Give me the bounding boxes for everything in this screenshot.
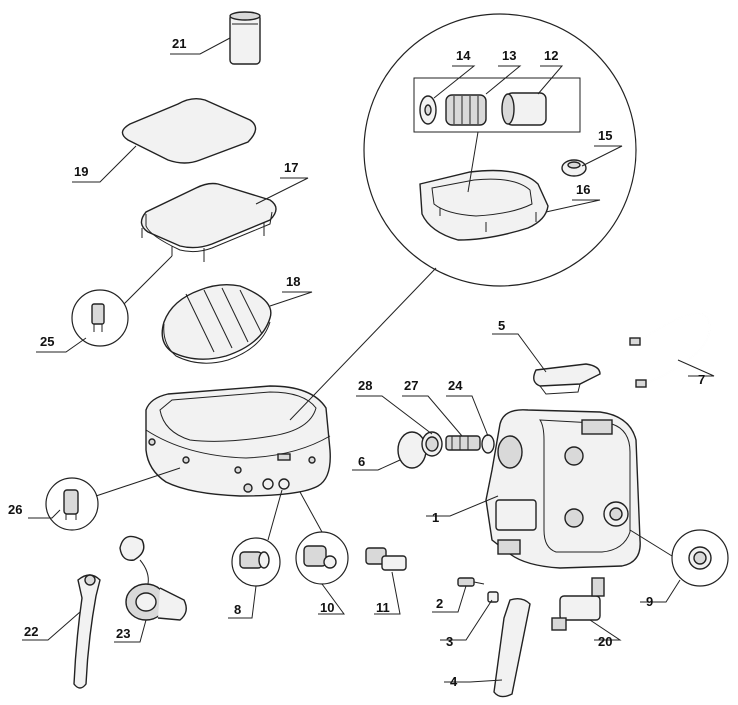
part-28-seal-ring <box>421 431 443 457</box>
callout-24: 24 <box>448 378 463 393</box>
callout-13: 13 <box>502 48 516 63</box>
part-1-pump-unit <box>485 409 641 569</box>
callout-17: 17 <box>284 160 298 175</box>
callout-22: 22 <box>24 624 38 639</box>
callout-26: 26 <box>8 502 22 517</box>
callout-16: 16 <box>576 182 590 197</box>
callout-28: 28 <box>358 378 372 393</box>
callout-11: 11 <box>376 600 390 615</box>
part-17-lid <box>140 182 277 262</box>
part-24-o-ring <box>481 434 495 454</box>
part-20-valve <box>551 577 605 631</box>
callout-14: 14 <box>456 48 471 63</box>
callout-8: 8 <box>234 602 241 617</box>
part-8-detail-circle <box>231 489 283 587</box>
part-6-cap <box>397 431 427 469</box>
part-22-wrench <box>73 574 101 689</box>
callout-18: 18 <box>286 274 300 289</box>
part-2-screw <box>457 577 485 587</box>
callout-21: 21 <box>172 36 186 51</box>
part-26-spa-tub <box>145 267 437 497</box>
callout-19: 19 <box>74 164 88 179</box>
filter-detail-zoom <box>363 13 637 287</box>
part-10-detail-circle <box>295 491 349 585</box>
callout-7: 7 <box>698 372 705 387</box>
callout-5: 5 <box>498 318 505 333</box>
callout-15: 15 <box>598 128 612 143</box>
callout-20: 20 <box>598 634 612 649</box>
callout-27: 27 <box>404 378 418 393</box>
part-3-bolt <box>487 591 499 603</box>
callout-9: 9 <box>646 594 653 609</box>
callout-labels: 21 19 17 18 25 14 13 12 15 16 26 28 27 2… <box>8 36 705 689</box>
callout-25: 25 <box>40 334 54 349</box>
callout-1: 1 <box>432 510 439 525</box>
part-9-detail-circle <box>629 529 729 587</box>
part-7-hose <box>629 313 711 388</box>
part-11-fitting <box>365 547 407 571</box>
part-27-connector <box>445 435 481 451</box>
callout-10: 10 <box>320 600 334 615</box>
callout-12: 12 <box>544 48 558 63</box>
part-23-pump-valve <box>119 535 187 621</box>
part-21-jar <box>229 11 261 65</box>
callout-6: 6 <box>358 454 365 469</box>
callout-leaders <box>22 37 715 683</box>
part-18-cushion <box>161 283 272 364</box>
part-26-detail-circle <box>45 467 181 531</box>
callout-3: 3 <box>446 634 453 649</box>
part-4-bracket <box>493 597 531 698</box>
part-19-top-cover <box>121 97 257 164</box>
part-25-detail-circle <box>71 255 173 347</box>
part-5-panel <box>533 363 601 395</box>
callout-2: 2 <box>436 596 443 611</box>
callout-4: 4 <box>450 674 458 689</box>
callout-23: 23 <box>116 626 130 641</box>
